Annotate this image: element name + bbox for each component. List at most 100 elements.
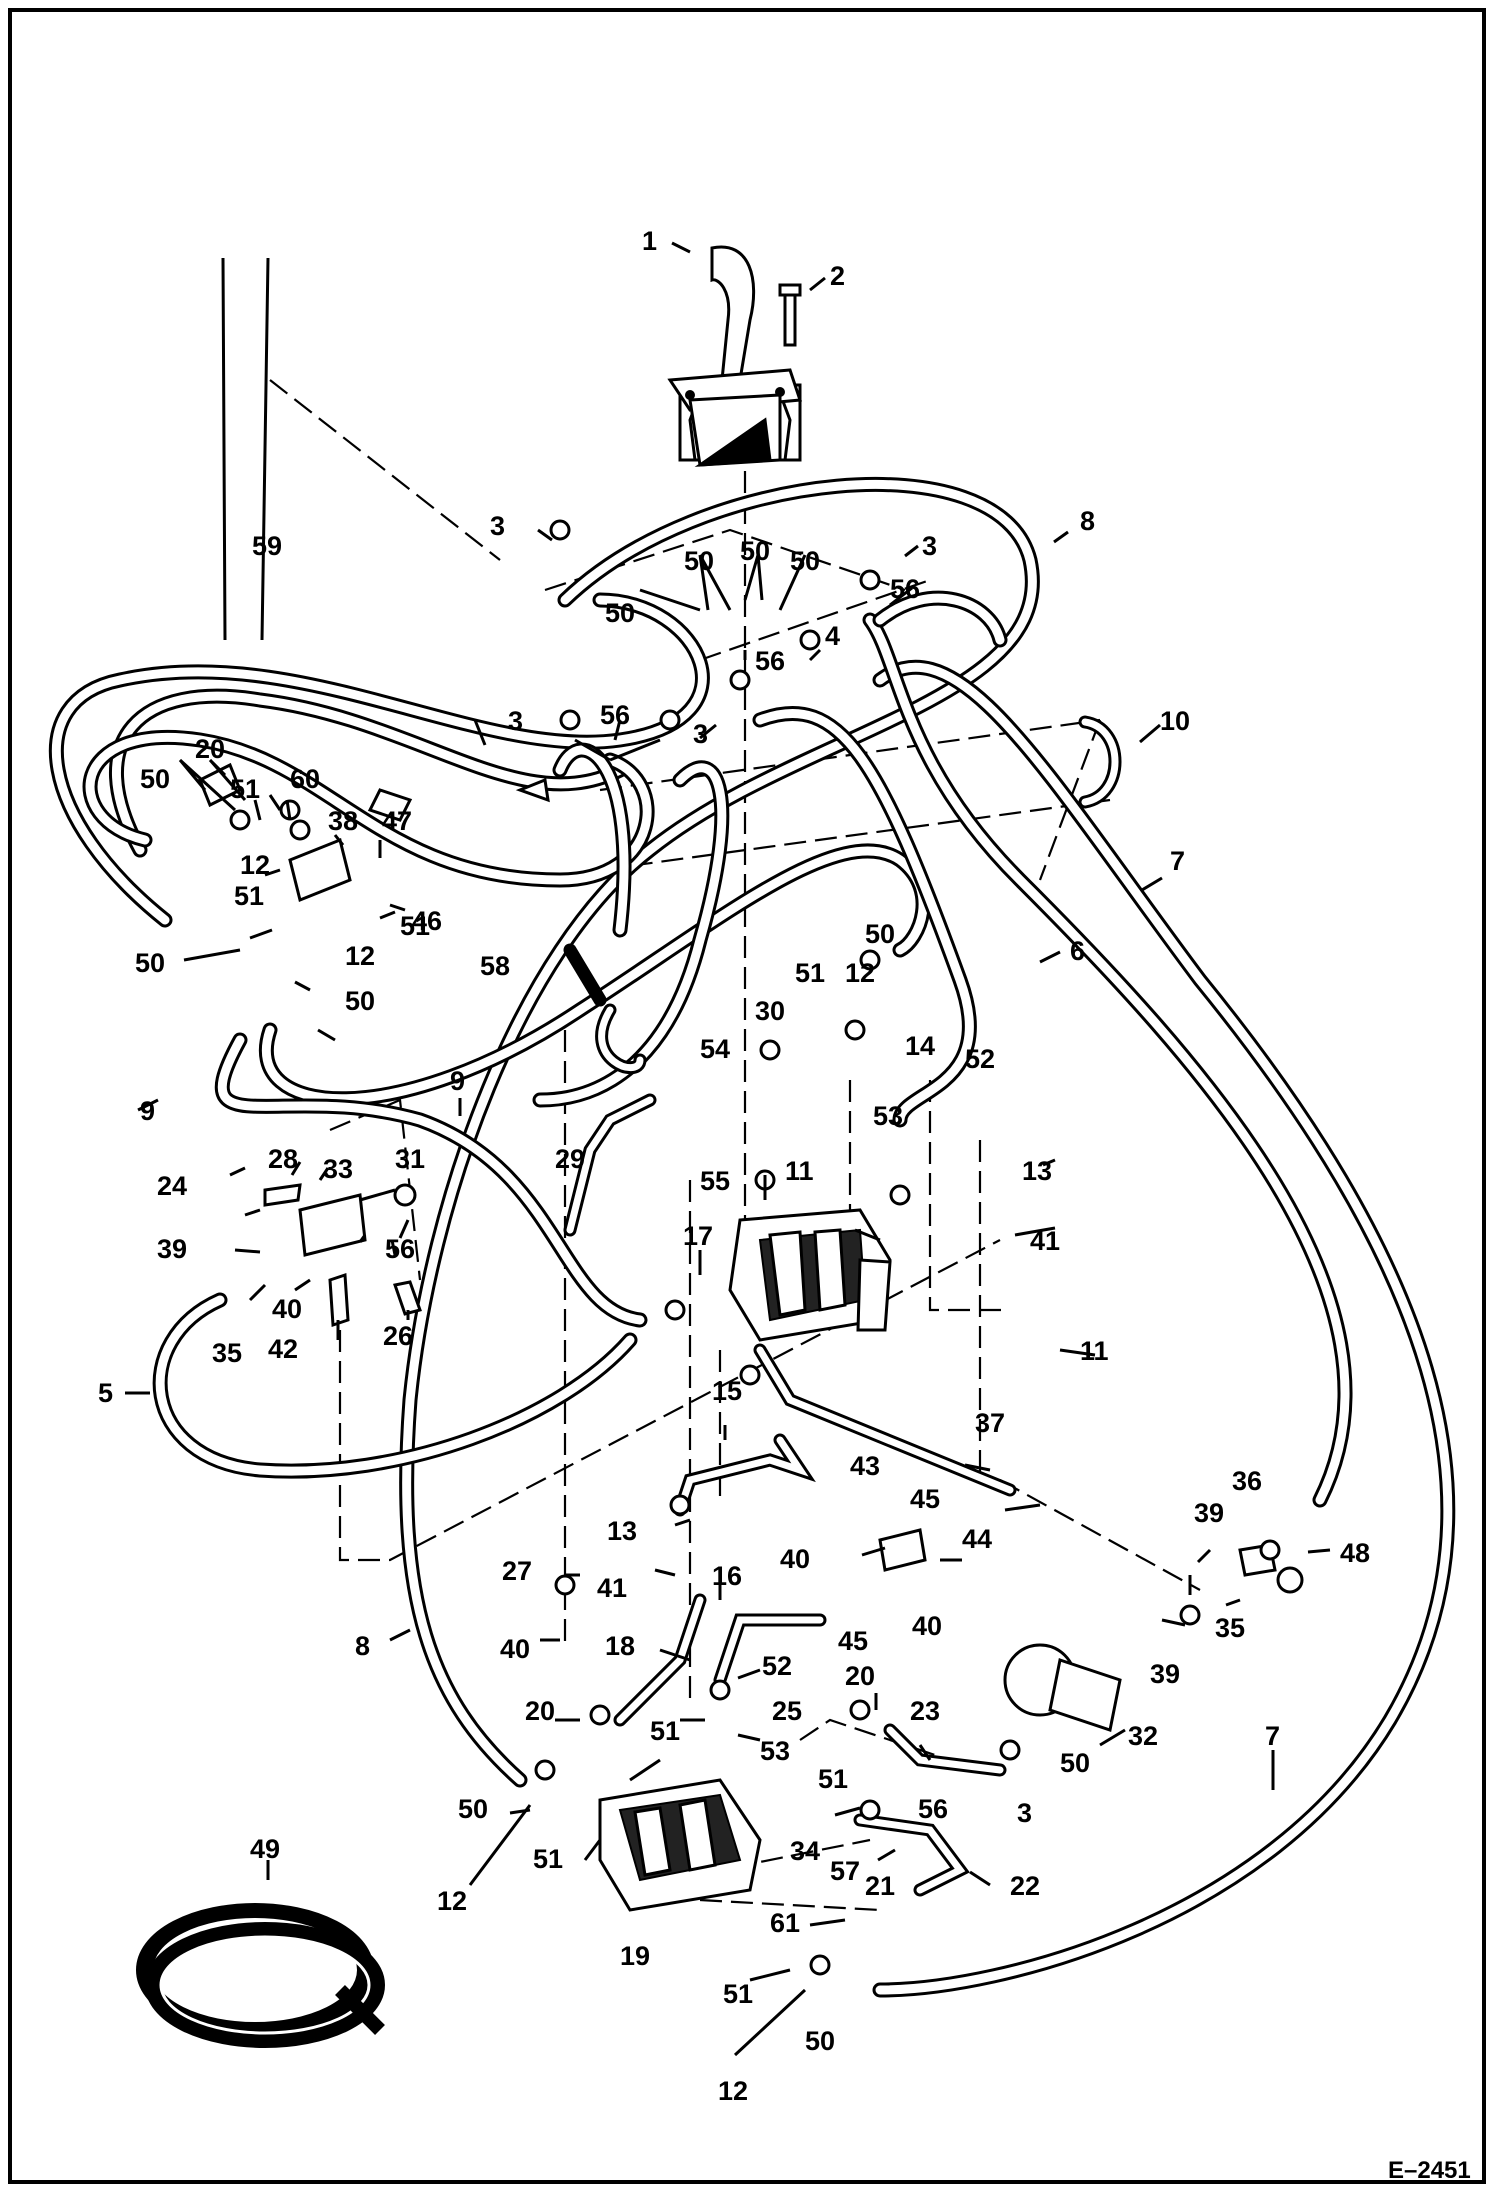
callout-50: 50 (790, 546, 820, 576)
control-valve-upper (728, 1208, 892, 1342)
callout-51: 51 (650, 1716, 680, 1746)
callout-34: 34 (790, 1836, 820, 1866)
callout-33: 33 (323, 1154, 353, 1184)
callout-11: 11 (785, 1156, 814, 1186)
callout-8: 8 (355, 1631, 370, 1661)
callout-51: 51 (795, 958, 825, 988)
callout-51: 51 (723, 1979, 753, 2009)
callout-13: 13 (1022, 1156, 1052, 1186)
callout-41: 41 (1030, 1226, 1060, 1256)
callout-7: 7 (1265, 1721, 1280, 1751)
callout-3: 3 (490, 511, 505, 541)
callout-53: 53 (760, 1736, 790, 1766)
callout-43: 43 (850, 1451, 880, 1481)
callout-37: 37 (975, 1408, 1005, 1438)
callout-51: 51 (234, 881, 264, 911)
callout-5: 5 (98, 1378, 113, 1408)
callout-41: 41 (597, 1573, 627, 1603)
diagram-border (8, 8, 1486, 2184)
callout-52: 52 (762, 1651, 792, 1681)
joystick-assembly (667, 245, 803, 467)
callout-31: 31 (395, 1144, 425, 1174)
callout-29: 29 (555, 1144, 585, 1174)
callout-15: 15 (712, 1376, 742, 1406)
hose-coil (136, 1903, 385, 2048)
callout-24: 24 (157, 1171, 187, 1201)
callout-4: 4 (825, 621, 840, 651)
callout-40: 40 (780, 1544, 810, 1574)
callout-23: 23 (910, 1696, 940, 1726)
fittings-and-blocks (198, 519, 1304, 1976)
callout-36: 36 (1232, 1466, 1262, 1496)
callout-58: 58 (480, 951, 510, 981)
callout-25: 25 (772, 1696, 802, 1726)
callout-39: 39 (1150, 1659, 1180, 1689)
callout-30: 30 (755, 996, 785, 1026)
callout-27: 27 (502, 1556, 532, 1586)
callout-50: 50 (865, 919, 895, 949)
callout-20: 20 (525, 1696, 555, 1726)
callout-3: 3 (508, 706, 523, 736)
callout-49: 49 (250, 1834, 280, 1864)
callout-12: 12 (437, 1886, 467, 1916)
callout-12: 12 (345, 941, 375, 971)
callout-50: 50 (805, 2026, 835, 2056)
hydraulic-hoses (49, 476, 1456, 1998)
callout-8: 8 (1080, 506, 1095, 536)
callout-labels: 1 2 3 3 3 3 3 4 5 6 7 7 8 8 9 9 10 11 11… (98, 226, 1370, 2106)
callout-56: 56 (918, 1794, 948, 1824)
callout-13: 13 (607, 1516, 637, 1546)
callout-53: 53 (873, 1101, 903, 1131)
callout-52: 52 (965, 1044, 995, 1074)
callout-44: 44 (962, 1524, 992, 1554)
callout-40: 40 (912, 1611, 942, 1641)
callout-9: 9 (450, 1066, 465, 1096)
callout-56: 56 (890, 574, 920, 604)
callout-51: 51 (230, 774, 260, 804)
callout-39: 39 (157, 1234, 187, 1264)
callout-6: 6 (1070, 936, 1085, 966)
callout-60: 60 (290, 764, 320, 794)
callout-50: 50 (135, 948, 165, 978)
callout-46: 46 (412, 906, 442, 936)
callout-leaders (125, 241, 1331, 2057)
callout-50: 50 (740, 536, 770, 566)
callout-11: 11 (1080, 1336, 1109, 1366)
callout-56: 56 (385, 1234, 415, 1264)
callout-10: 10 (1160, 706, 1190, 736)
callout-45: 45 (838, 1626, 868, 1656)
callout-3: 3 (922, 531, 937, 561)
callout-42: 42 (268, 1334, 298, 1364)
callout-26: 26 (383, 1321, 413, 1351)
callout-40: 40 (500, 1634, 530, 1664)
callout-51: 51 (400, 911, 430, 941)
callout-61: 61 (770, 1908, 800, 1938)
callout-20: 20 (195, 734, 225, 764)
callout-51: 51 (533, 1844, 563, 1874)
callout-50: 50 (458, 1794, 488, 1824)
callout-50: 50 (140, 764, 170, 794)
callout-21: 21 (865, 1871, 895, 1901)
callout-55: 55 (700, 1166, 730, 1196)
callout-16: 16 (712, 1561, 742, 1591)
callout-47: 47 (382, 806, 412, 836)
callout-35: 35 (1215, 1613, 1245, 1643)
callout-17: 17 (683, 1221, 713, 1251)
callout-3: 3 (1017, 1798, 1032, 1828)
rigid-tubes (563, 715, 1122, 1897)
callout-12: 12 (718, 2076, 748, 2106)
callout-56: 56 (755, 646, 785, 676)
callout-54: 54 (700, 1034, 730, 1064)
callout-59: 59 (252, 531, 282, 561)
control-valve-lower (598, 1778, 762, 1912)
callout-35: 35 (212, 1338, 242, 1368)
callout-20: 20 (845, 1661, 875, 1691)
callout-38: 38 (328, 806, 358, 836)
callout-1: 1 (642, 226, 657, 256)
callout-28: 28 (268, 1144, 298, 1174)
callout-51: 51 (818, 1764, 848, 1794)
callout-7: 7 (1170, 846, 1185, 876)
callout-48: 48 (1340, 1538, 1370, 1568)
callout-57: 57 (830, 1856, 860, 1886)
